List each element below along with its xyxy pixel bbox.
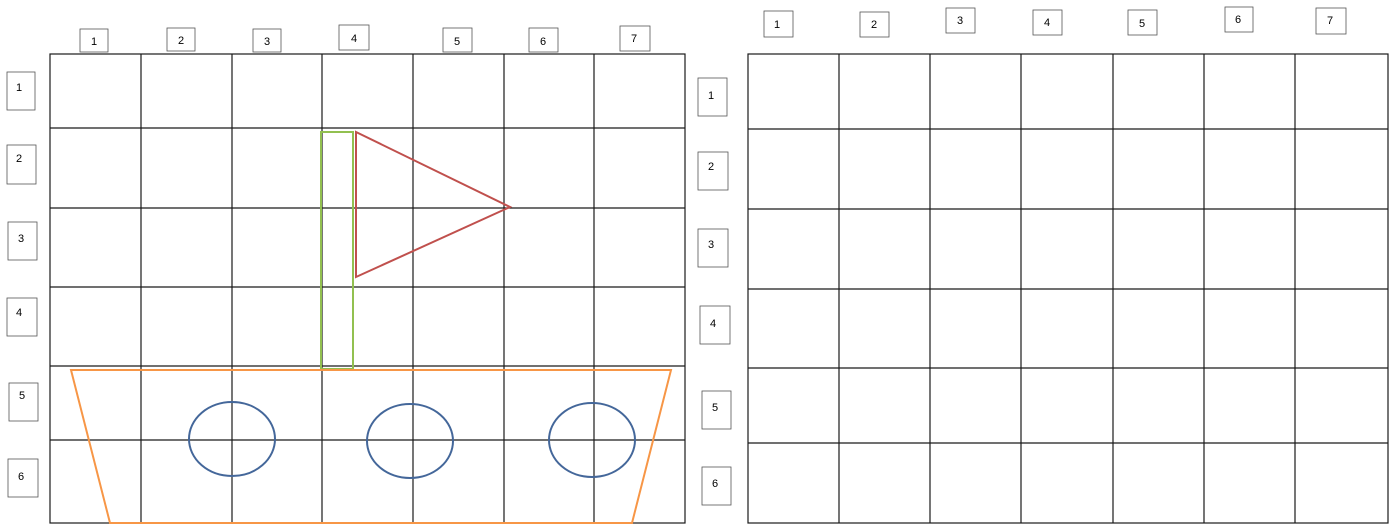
left-row-label: 3 <box>18 233 24 245</box>
right-grid: 1 2 3 4 5 6 7 1 2 3 4 5 6 <box>698 7 1388 523</box>
left-grid-border <box>50 54 685 523</box>
right-row-labels: 1 2 3 4 5 6 <box>698 78 731 505</box>
left-col-label: 6 <box>540 36 546 48</box>
hull <box>71 370 671 523</box>
right-col-label: 4 <box>1044 17 1050 29</box>
right-row-label: 4 <box>710 318 716 330</box>
label-box <box>9 383 38 421</box>
right-col-label: 3 <box>957 15 963 27</box>
right-grid-cells <box>748 54 1388 523</box>
left-row-label: 2 <box>16 153 22 165</box>
right-col-label: 2 <box>871 19 877 31</box>
left-col-label: 1 <box>91 36 97 48</box>
right-col-label: 6 <box>1235 14 1241 26</box>
left-col-label: 7 <box>631 33 637 45</box>
left-col-label: 2 <box>178 35 184 47</box>
boat-drawing <box>71 132 671 523</box>
right-col-label: 5 <box>1139 18 1145 30</box>
left-column-labels: 1 2 3 4 5 6 7 <box>80 25 650 52</box>
right-row-label: 3 <box>708 239 714 251</box>
right-column-labels: 1 2 3 4 5 6 7 <box>764 7 1346 37</box>
left-row-label: 4 <box>16 307 22 319</box>
porthole <box>367 404 453 478</box>
right-col-label: 7 <box>1327 15 1333 27</box>
right-row-label: 5 <box>712 402 718 414</box>
right-col-label: 1 <box>774 19 780 31</box>
left-row-label: 1 <box>16 82 22 94</box>
right-row-label: 2 <box>708 161 714 173</box>
left-col-label: 5 <box>454 36 460 48</box>
flag <box>356 132 510 277</box>
left-col-label: 4 <box>351 33 357 45</box>
left-row-label: 5 <box>19 390 25 402</box>
left-grid: 1 2 3 4 5 6 7 1 2 3 4 5 6 <box>7 25 685 523</box>
left-col-label: 3 <box>264 36 270 48</box>
right-row-label: 6 <box>712 478 718 490</box>
left-row-labels: 1 2 3 4 5 6 <box>7 72 38 497</box>
right-row-label: 1 <box>708 90 714 102</box>
left-grid-cells <box>50 54 685 523</box>
left-row-label: 6 <box>18 471 24 483</box>
mast <box>321 132 353 369</box>
